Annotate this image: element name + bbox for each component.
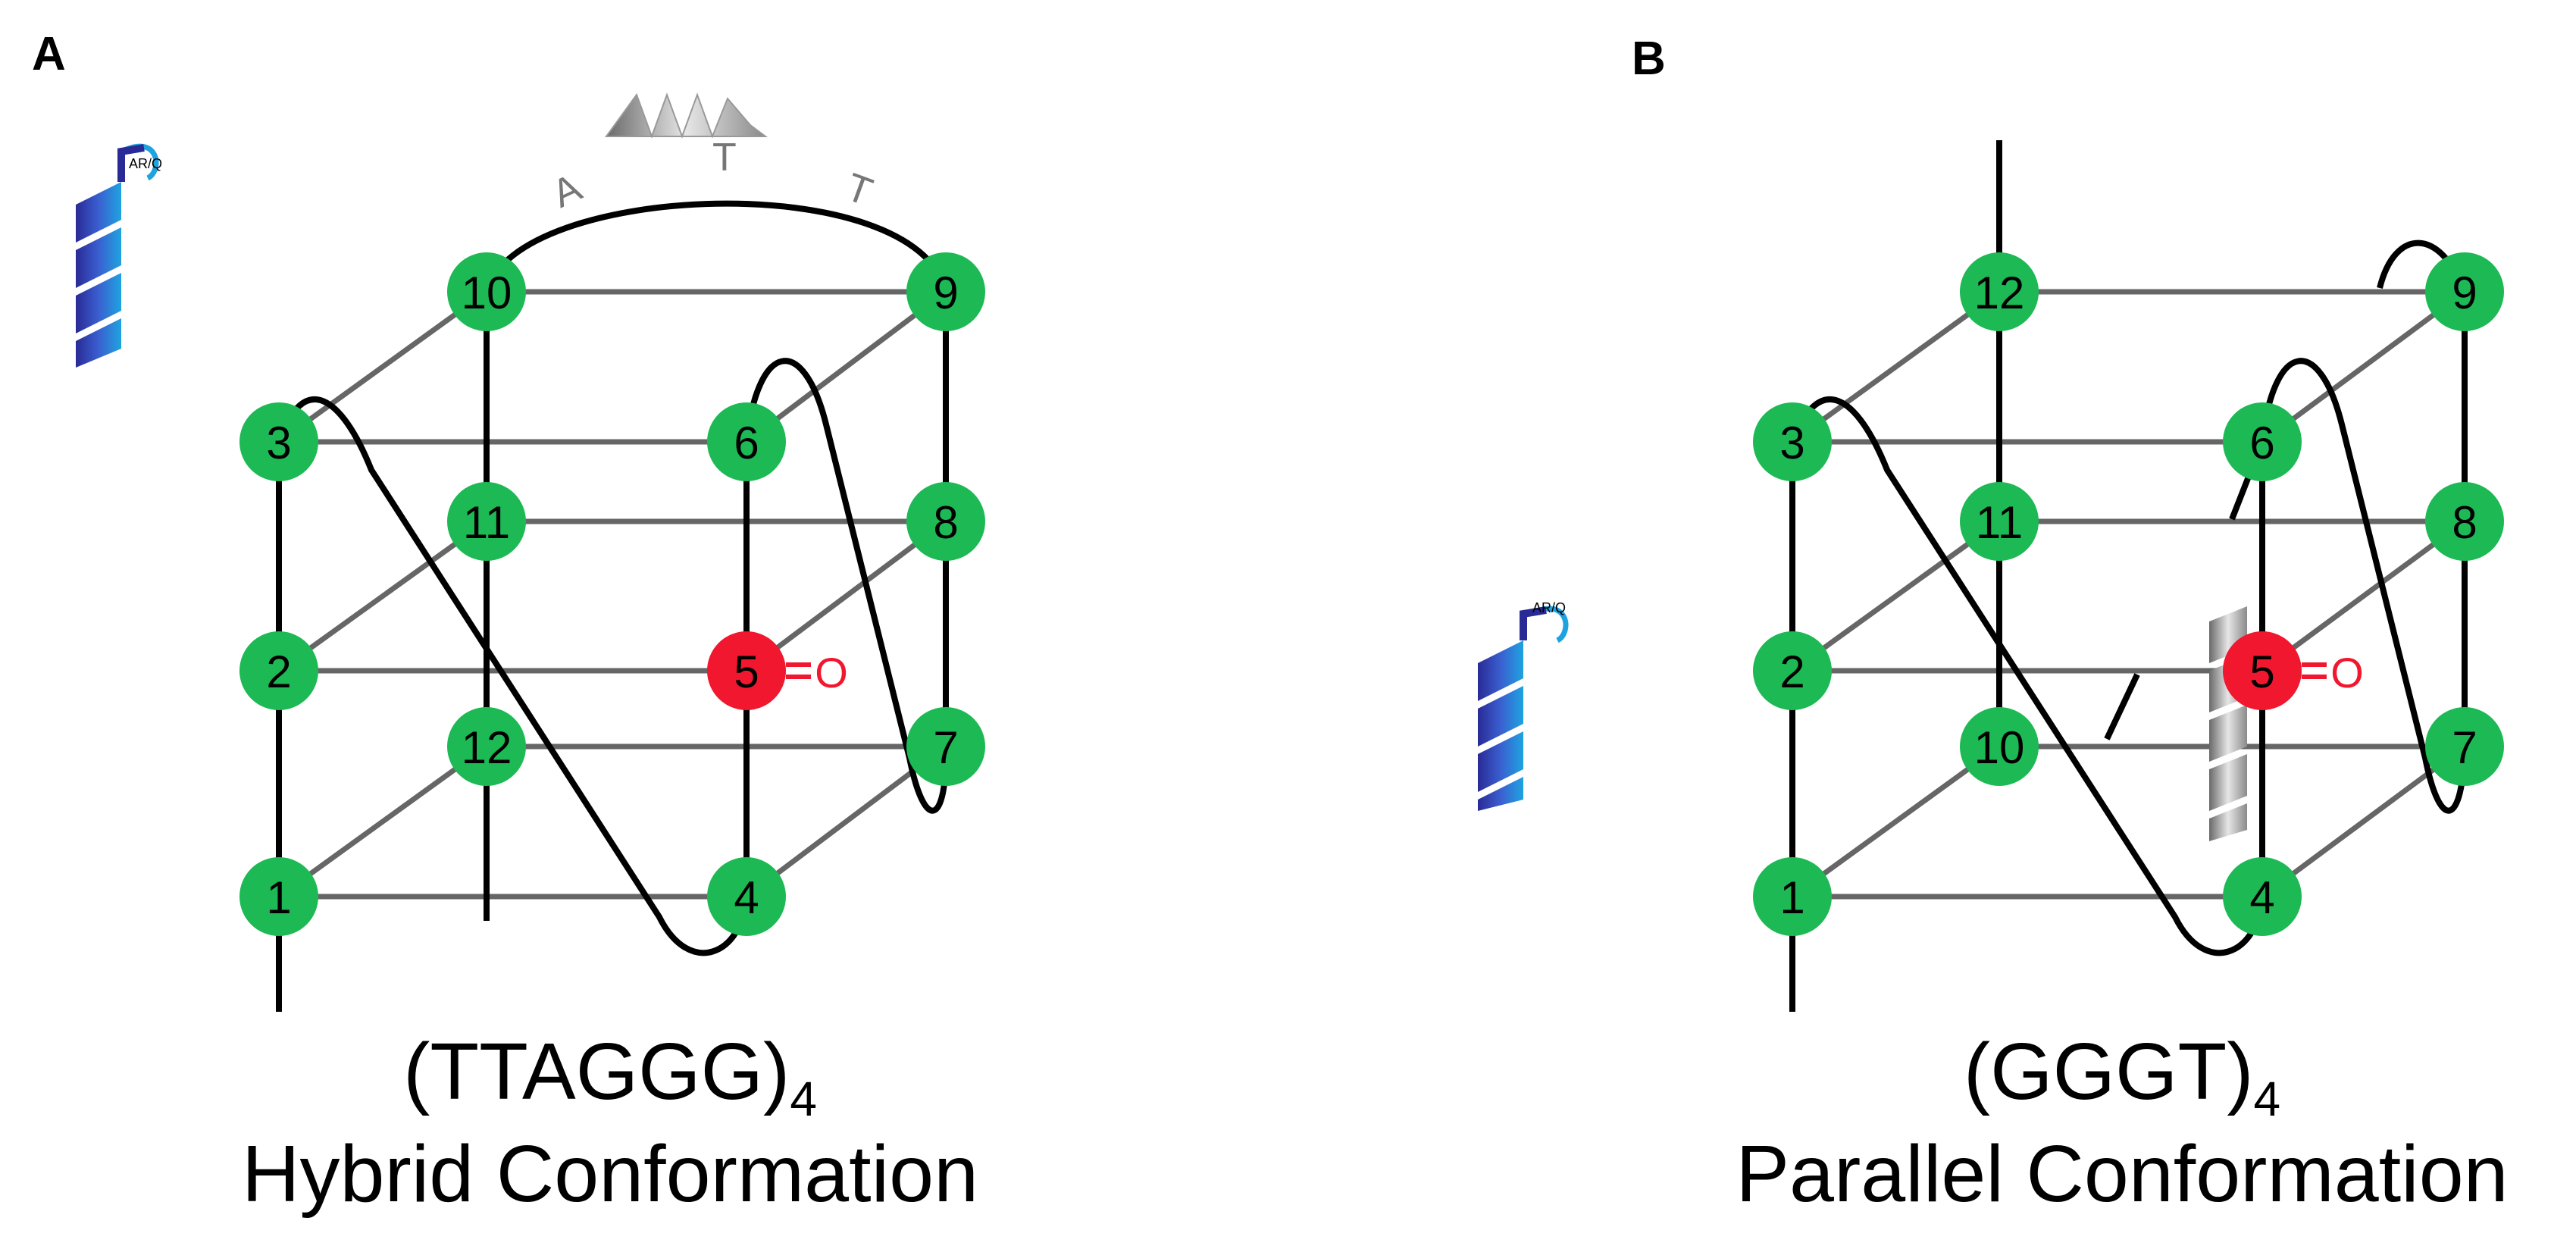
node-9-label: 9 — [2452, 268, 2477, 318]
oxo-group-icon: O — [786, 649, 848, 696]
node-11-label: 11 — [463, 497, 510, 548]
node-11-label: 11 — [1976, 497, 2023, 548]
panel-b: B AR/Q — [1478, 33, 2509, 1219]
panel-label-a: A — [32, 28, 66, 80]
node-12-label: 12 — [462, 722, 512, 773]
node-9-label: 9 — [933, 268, 958, 318]
conformation-caption: Parallel Conformation — [1736, 1129, 2508, 1219]
loop-helix-icon: A T T — [546, 92, 878, 217]
tetrad-rungs — [1790, 289, 2467, 900]
node-4 — [707, 857, 786, 936]
node-6-label: 6 — [2249, 418, 2274, 468]
node-4-label: 4 — [734, 872, 759, 923]
node-11 — [1960, 482, 2039, 561]
node-4-label: 4 — [2249, 872, 2274, 923]
node-3 — [1753, 402, 1832, 481]
oxo-label: O — [2330, 649, 2364, 696]
node-11 — [447, 482, 526, 561]
oxo-label: O — [815, 649, 848, 696]
node-1-label: 1 — [1779, 872, 1804, 923]
node-7 — [906, 707, 985, 786]
node-4 — [2223, 857, 2302, 936]
node-8-label: 8 — [2452, 497, 2477, 548]
node-12-label: 12 — [1974, 268, 2025, 318]
node-2 — [239, 631, 318, 710]
tetrad-rungs — [277, 289, 948, 900]
loop-letter-3: T — [840, 165, 878, 214]
oxo-group-icon: O — [2302, 649, 2364, 696]
panel-a: A AR/Q — [32, 28, 985, 1219]
node-2 — [1753, 631, 1832, 710]
sequence-caption: (TTAGGG)4 — [403, 1027, 817, 1126]
node-3-label: 3 — [1779, 418, 1804, 468]
node-6-label: 6 — [734, 418, 759, 468]
node-3 — [239, 402, 318, 481]
node-1 — [1753, 857, 1832, 936]
node-9 — [2425, 252, 2504, 331]
node-10 — [1960, 707, 2039, 786]
node-8 — [2425, 482, 2504, 561]
loop-letter-2: T — [712, 136, 737, 180]
node-12 — [1960, 252, 2039, 331]
node-3-label: 3 — [266, 418, 291, 468]
node-5-label: 5 — [734, 646, 759, 697]
dna-backbone — [276, 200, 950, 1012]
conformation-caption: Hybrid Conformation — [242, 1129, 978, 1219]
peptide-helix-icon: AR/Q — [76, 143, 162, 368]
node-10-label: 10 — [462, 268, 512, 318]
node-2-label: 2 — [1779, 646, 1804, 697]
node-9 — [906, 252, 985, 331]
loop-letter-1: A — [546, 165, 588, 216]
node-7-label: 7 — [933, 722, 958, 773]
node-7 — [2425, 707, 2504, 786]
node-1 — [239, 857, 318, 936]
node-5-oxidized — [707, 631, 786, 710]
peptide-helix-icon: AR/Q — [1478, 600, 1569, 811]
node-10-label: 10 — [1974, 722, 2025, 773]
node-8 — [906, 482, 985, 561]
node-6 — [2223, 402, 2302, 481]
sequence-caption: (GGGT)4 — [1964, 1027, 2280, 1126]
node-12 — [447, 707, 526, 786]
node-5-oxidized — [2223, 631, 2302, 710]
dna-backbone — [1789, 140, 2468, 1012]
peptide-tag: AR/Q — [129, 156, 162, 171]
node-1-label: 1 — [266, 872, 291, 923]
node-10 — [447, 252, 526, 331]
guanine-nodes: 1 2 3 4 5 6 7 8 9 10 11 12 — [239, 252, 985, 936]
node-7-label: 7 — [2452, 722, 2477, 773]
panel-label-b: B — [1632, 33, 1666, 85]
peptide-tag: AR/Q — [1532, 600, 1566, 615]
node-8-label: 8 — [933, 497, 958, 548]
node-6 — [707, 402, 786, 481]
node-5-label: 5 — [2249, 646, 2274, 697]
guanine-nodes: 1 2 3 4 5 6 7 8 9 10 11 12 — [1753, 252, 2504, 936]
node-2-label: 2 — [266, 646, 291, 697]
